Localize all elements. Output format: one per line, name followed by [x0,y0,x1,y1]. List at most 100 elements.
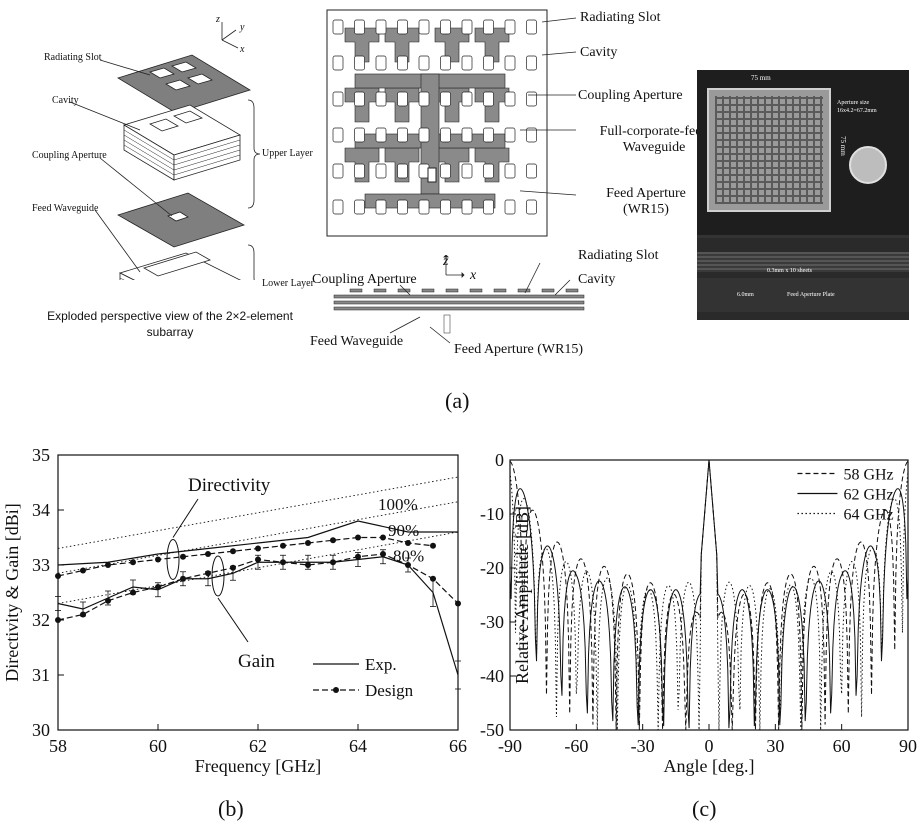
radiating-slot [526,19,537,35]
cross-section-diagram [333,255,585,344]
series-3 [57,520,458,566]
exploded-label-radiating-slot: Radiating Slot [44,52,102,63]
photo-plate-thickness: 6.0mm [737,292,754,298]
exploded-axis-z: z [216,14,220,25]
y-tick-label: -10 [480,504,504,524]
antenna-photo: 75 mm 75 mm Aperture size 16x4.2=67.2mm … [697,70,909,320]
legend-label-0: 58 GHz [843,467,893,484]
y-tick-label: -20 [480,558,504,578]
radiating-slot [526,163,537,179]
planar-label-radiating-slot: Radiating Slot [580,10,661,25]
x-axis-label: Frequency [GHz] [195,756,321,776]
series-point [80,611,86,618]
cross-layer [333,306,585,311]
radiating-slot [526,55,537,71]
photo-dim-top: 75 mm [751,74,771,82]
series-point [355,553,361,560]
planar-layout-diagram [326,9,548,237]
radiating-slot [526,91,537,107]
cross-slot-bar [517,288,531,293]
radiating-slot [332,19,344,35]
y-axis-label: Relative Amplitude [dB] [512,506,532,684]
radiating-slot [440,91,451,107]
cross-slot-bar [373,288,387,293]
x-tick-label: -60 [564,736,588,756]
radiating-slot [440,199,451,215]
series-point [405,562,411,568]
radiating-slot [332,91,344,107]
y-tick-label: -30 [480,612,504,632]
panel-a: Radiating Slot Cavity Coupling Aperture … [32,9,909,413]
y-tick-label: -40 [480,666,504,686]
cross-slot-bar [469,288,483,293]
radiating-slot [354,199,365,215]
annotation-80: 80% [393,547,424,566]
radiating-slot [440,19,451,35]
series-point [430,542,436,549]
radiating-slot [440,127,451,143]
planar-label-feed-aperture: Feed Aperture (WR15) [606,186,686,217]
series-point [105,562,111,568]
series-point [405,540,411,546]
radiating-slot [375,55,387,71]
cross-label-cavity: Cavity [578,272,616,287]
radiating-slot [354,19,365,35]
radiating-slot [397,55,408,71]
radiating-slot [526,127,537,143]
series-point [155,556,161,563]
series-point [430,575,436,582]
radiating-slot [354,163,365,179]
annotation-directivity: Directivity [188,475,271,496]
cross-slot-bar [565,288,579,293]
directivity-leader [172,498,199,538]
annotation-gain: Gain [238,651,275,672]
cross-slot-bar [421,288,435,293]
x-tick-label: 90 [899,736,917,756]
series-point [205,570,211,577]
x-tick-label: 30 [766,736,784,756]
directivity-ellipse [166,539,180,580]
cross-axis-x: x [470,268,477,283]
radiating-slot [332,163,344,179]
radiating-slot [440,163,451,179]
gain-ellipse [211,555,225,597]
y-axis-label: Directivity & Gain [dBi] [2,503,22,681]
radiating-slot [504,127,516,143]
x-tick-label: 60 [149,736,167,756]
cross-label-coupling-aperture: Coupling Aperture [312,272,417,287]
series-point [280,559,286,566]
y-tick-label: 32 [32,610,50,630]
radiating-slot [397,19,408,35]
x-axis-label: Angle [deg.] [664,756,755,776]
series-point [330,559,336,566]
y-tick-label: 0 [495,450,504,470]
planar-label-full-corporate-feed: Full-corporate-feed Waveguide [599,124,709,155]
radiating-slot [375,127,387,143]
y-tick-label: 34 [32,500,50,520]
cross-slot-bar [541,288,555,293]
radiating-slot [483,91,494,107]
series-point [205,551,211,557]
series-point [180,575,186,582]
radiating-slot [332,127,344,143]
gain-leader [217,597,249,643]
radiating-slot [375,163,387,179]
legend-label-exp: Exp. [365,655,397,674]
photo-layers-note: 0.3mm x 10 sheets [767,268,812,274]
cross-slot-bar [349,288,363,293]
cross-label-radiating-slot: Radiating Slot [578,248,659,263]
exploded-view-title: Exploded perspective view of the 2×2-ele… [47,309,293,339]
radiating-slot [397,199,408,215]
y-tick-label: 35 [32,445,50,465]
legend-label-1: 62 GHz [843,487,893,504]
series-point [305,540,311,546]
series-point [330,537,336,544]
series-point [55,573,61,579]
photo-antenna-plate [707,88,831,212]
radiating-slot [397,91,408,107]
cross-feed-port [443,314,451,334]
photo-coin [849,146,887,184]
photo-slot-grid [715,96,823,204]
radiating-slot [418,91,430,107]
cross-label-feed-waveguide: Feed Waveguide [310,334,404,349]
